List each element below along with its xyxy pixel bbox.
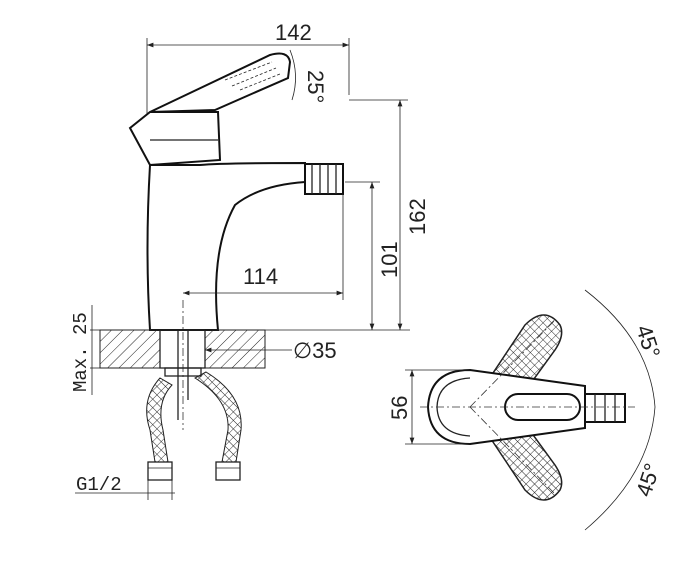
- angle-label-up: 45°: [631, 322, 665, 361]
- faucet-body: [146, 161, 344, 331]
- dimension-142: 142: [146, 20, 350, 128]
- dimension-label: 114: [243, 264, 278, 289]
- dimension-label: G1/2: [76, 474, 122, 496]
- dimension-label: 25°: [303, 70, 328, 103]
- dimension-114: 114: [183, 194, 344, 300]
- dimension-max-25: Max. 25: [70, 305, 100, 395]
- top-view: [420, 289, 656, 531]
- dimension-diameter-35: ∅35: [205, 338, 337, 363]
- dimension-g1-2: G1/2: [75, 474, 175, 500]
- flexible-hoses: [146, 371, 242, 481]
- dimension-label: Max. 25: [70, 312, 92, 392]
- countertop-section: [99, 300, 266, 430]
- dimension-101: 101: [345, 181, 402, 330]
- dimension-label: 162: [405, 198, 430, 235]
- dimension-label: 56: [387, 396, 412, 420]
- dimension-162: 162: [349, 99, 430, 330]
- dimension-label: ∅35: [293, 338, 337, 363]
- dimension-angle-25: 25°: [289, 49, 328, 103]
- dimension-56: 56: [387, 369, 470, 445]
- angle-label-down: 45°: [631, 460, 665, 499]
- lever-handle: [128, 52, 292, 167]
- dimension-label: 142: [275, 20, 312, 45]
- dimension-label: 101: [377, 241, 402, 278]
